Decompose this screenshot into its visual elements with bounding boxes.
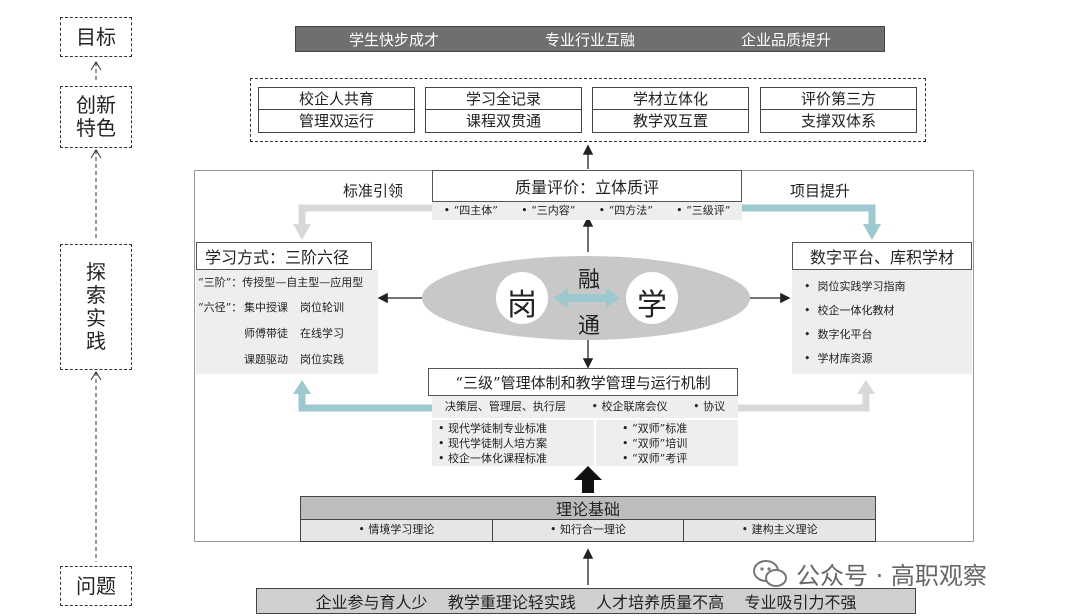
management-row: 决策层、管理层、执行层 • 校企联席会仪 • 协议 <box>432 396 738 418</box>
platform-panel: • 岗位实践学习指南 • 校企一体化教材 • 数字化平台 • 学材库资源 <box>792 270 972 374</box>
watermark-text: 公众号 · 高职观察 <box>796 562 987 590</box>
three-stage-line: “三阶”：传授型—自主型—应用型 <box>198 276 364 289</box>
fusion-char: 融 <box>577 268 600 293</box>
features-frame <box>250 78 926 142</box>
path-4: 在线学习 <box>300 326 344 340</box>
feature-card-2: 学习全记录 课程双贯通 <box>425 87 582 133</box>
feature-card-4: 评价第三方 支撑双体系 <box>760 87 917 133</box>
platform-item-3: • 数字化平台 <box>804 327 873 341</box>
platform-item-4: • 学材库资源 <box>804 351 873 365</box>
practice-char-4: 践 <box>86 329 106 353</box>
path-5: 课题驱动 <box>244 352 288 366</box>
goals-bar: 学生快步成才 专业行业互融 企业品质提升 <box>295 26 885 52</box>
goal-item-3: 企业品质提升 <box>740 30 831 49</box>
goal-item-1: 学生快步成才 <box>348 30 439 49</box>
quality-item-4: • “三级评” <box>676 203 731 217</box>
six-paths: “六径”： 集中授课岗位轮训 师傅带徒在线学习 课题驱动岗位实践 <box>198 301 378 368</box>
management-agreement: • 协议 <box>693 399 726 413</box>
dual-teacher-3: • “双师”考评 <box>622 451 688 465</box>
quality-item-1: • “四主体” <box>443 203 498 217</box>
feature-2-top: 学习全记录 <box>426 88 581 110</box>
feature-card-3: 学材立体化 教学双互置 <box>592 87 749 133</box>
integration-ellipse <box>422 256 750 340</box>
platform-title: 数字平台、库积学材 <box>792 242 972 270</box>
standard-item-1: • 现代学徒制专业标准 <box>438 422 547 435</box>
problem-box: 问题 <box>60 566 132 606</box>
practice-char-2: 索 <box>86 283 106 307</box>
quality-item-3: • “四方法” <box>598 203 653 217</box>
standard-leading-label: 标准引领 <box>343 182 404 200</box>
standard-item-2: • 现代学徒制人培方案 <box>438 436 547 450</box>
path-3: 师傅带徒 <box>244 326 288 340</box>
feature-4-bottom: 支撑双体系 <box>800 112 876 130</box>
feature-1-top: 校企人共育 <box>259 88 414 110</box>
wechat-icon <box>753 559 787 587</box>
management-meeting: • 校企联席会仪 <box>591 399 668 413</box>
innovation-label-line1: 创新 <box>76 93 116 117</box>
management-title: “三级”管理体制和教学管理与运行机制 <box>428 368 738 396</box>
learning-title: 学习方式：三阶六径 <box>196 242 372 270</box>
path-1: 集中授课 <box>244 300 288 314</box>
dual-teacher-1: • “双师”标准 <box>622 422 688 435</box>
management-levels: 决策层、管理层、执行层 <box>444 399 566 413</box>
theory-item-3: • 建构主义理论 <box>741 523 818 537</box>
quality-items: • “四主体” • “三内容” • “四方法” • “三级评” <box>432 202 742 220</box>
project-upgrade-label: 项目提升 <box>790 182 851 200</box>
path-2: 岗位轮训 <box>300 300 344 314</box>
feature-card-1: 校企人共育 管理双运行 <box>258 87 415 133</box>
feature-4-top: 评价第三方 <box>761 88 916 110</box>
study-char: 学 <box>637 288 667 323</box>
six-paths-label: “六径”： <box>198 300 243 314</box>
post-char: 岗 <box>507 288 537 323</box>
goal-item-2: 专业行业互融 <box>544 30 635 49</box>
goal-label: 目标 <box>76 24 116 49</box>
dual-teacher-panel: • “双师”标准 • “双师”培训 • “双师”考评 <box>596 420 738 466</box>
feature-3-top: 学材立体化 <box>593 88 748 110</box>
problem-label: 问题 <box>76 573 116 598</box>
standards-panel: • 现代学徒制专业标准 • 现代学徒制人培方案 • 校企一体化课程标准 <box>432 420 594 466</box>
practice-char-3: 实 <box>86 306 106 330</box>
watermark: 公众号 · 高职观察 <box>752 556 987 591</box>
through-char: 通 <box>577 314 600 339</box>
goal-box: 目标 <box>60 17 132 57</box>
theory-item-2: • 知行合一理论 <box>493 520 685 541</box>
problems-bar: 企业参与育人少 教学重理论轻实践 人才培养质量不高 专业吸引力不强 <box>256 588 916 614</box>
learning-panel: “三阶”：传授型—自主型—应用型 “六径”： 集中授课岗位轮训 师傅带徒在线学习… <box>196 270 378 374</box>
feature-3-bottom: 教学双互置 <box>632 112 708 130</box>
path-6: 岗位实践 <box>300 352 344 366</box>
quality-item-2: • “三内容” <box>521 203 576 217</box>
theory-items: • 情境学习理论 • 知行合一理论 • 建构主义理论 <box>300 520 876 542</box>
platform-item-2: • 校企一体化教材 <box>804 303 895 317</box>
innovation-label-line2: 特色 <box>76 116 116 140</box>
innovation-box: 创新 特色 <box>60 86 132 148</box>
practice-box: 探 索 实 践 <box>60 244 132 370</box>
theory-title: 理论基础 <box>300 496 876 520</box>
theory-item-1: • 情境学习理论 <box>301 520 493 541</box>
quality-title: 质量评价：立体质评 <box>432 170 742 202</box>
platform-item-1: • 岗位实践学习指南 <box>804 280 906 293</box>
feature-1-bottom: 管理双运行 <box>298 112 374 130</box>
standard-item-3: • 校企一体化课程标准 <box>438 451 547 465</box>
dual-teacher-2: • “双师”培训 <box>622 436 688 450</box>
practice-char-1: 探 <box>86 260 106 284</box>
feature-2-bottom: 课程双贯通 <box>465 112 541 130</box>
